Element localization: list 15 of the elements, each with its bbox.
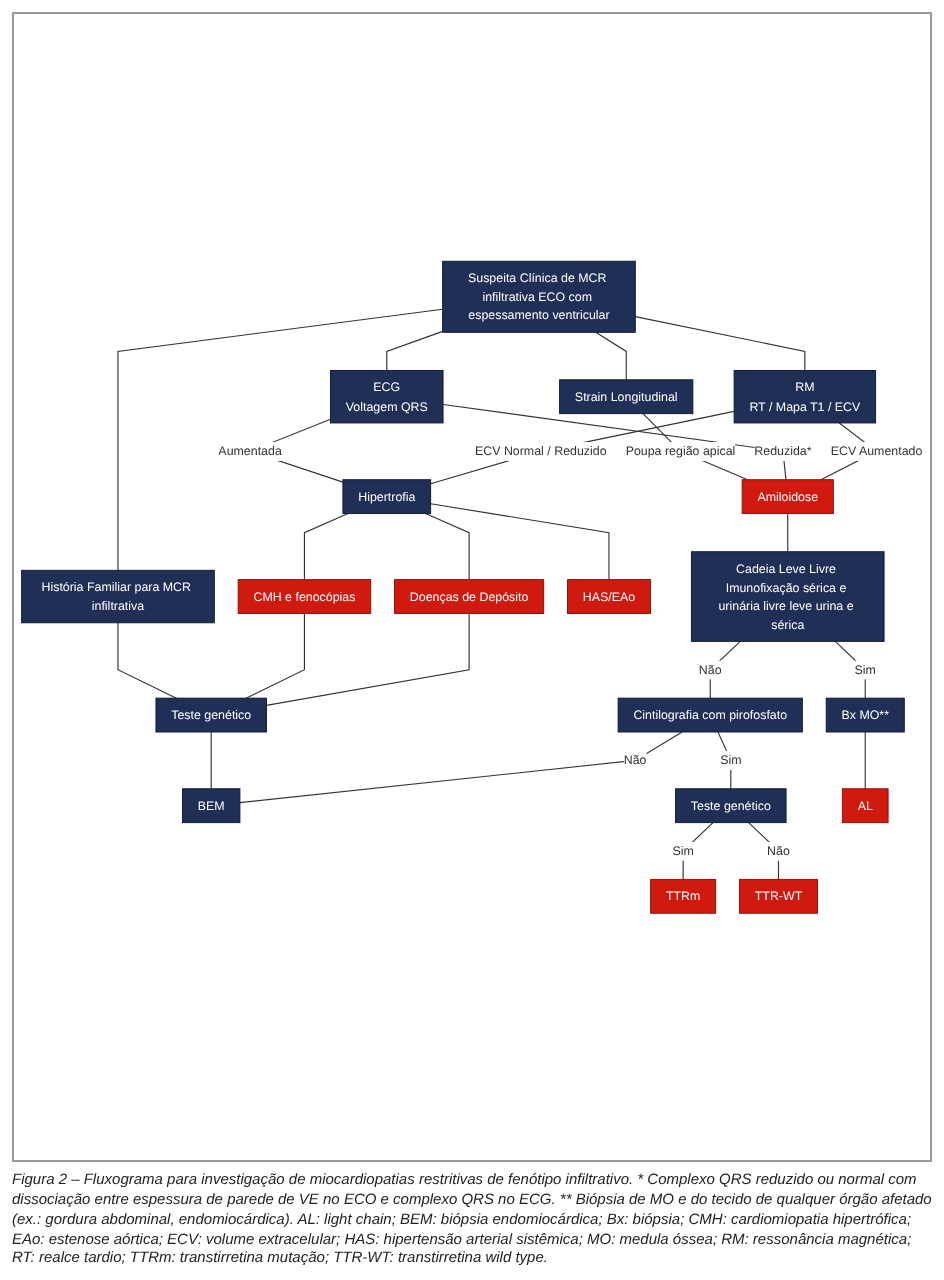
- connector: [834, 640, 866, 699]
- connector: [265, 612, 470, 706]
- connector: [117, 308, 444, 571]
- connector: [239, 731, 683, 804]
- connector: [682, 822, 714, 880]
- connector: [717, 731, 732, 790]
- connector: [634, 316, 806, 372]
- connector: [386, 330, 444, 372]
- connector: [864, 731, 866, 790]
- connector: [430, 410, 735, 485]
- connector: [430, 503, 610, 581]
- connector: [210, 731, 212, 790]
- connector: [709, 640, 741, 699]
- connector: [748, 822, 780, 880]
- connector: [787, 513, 789, 553]
